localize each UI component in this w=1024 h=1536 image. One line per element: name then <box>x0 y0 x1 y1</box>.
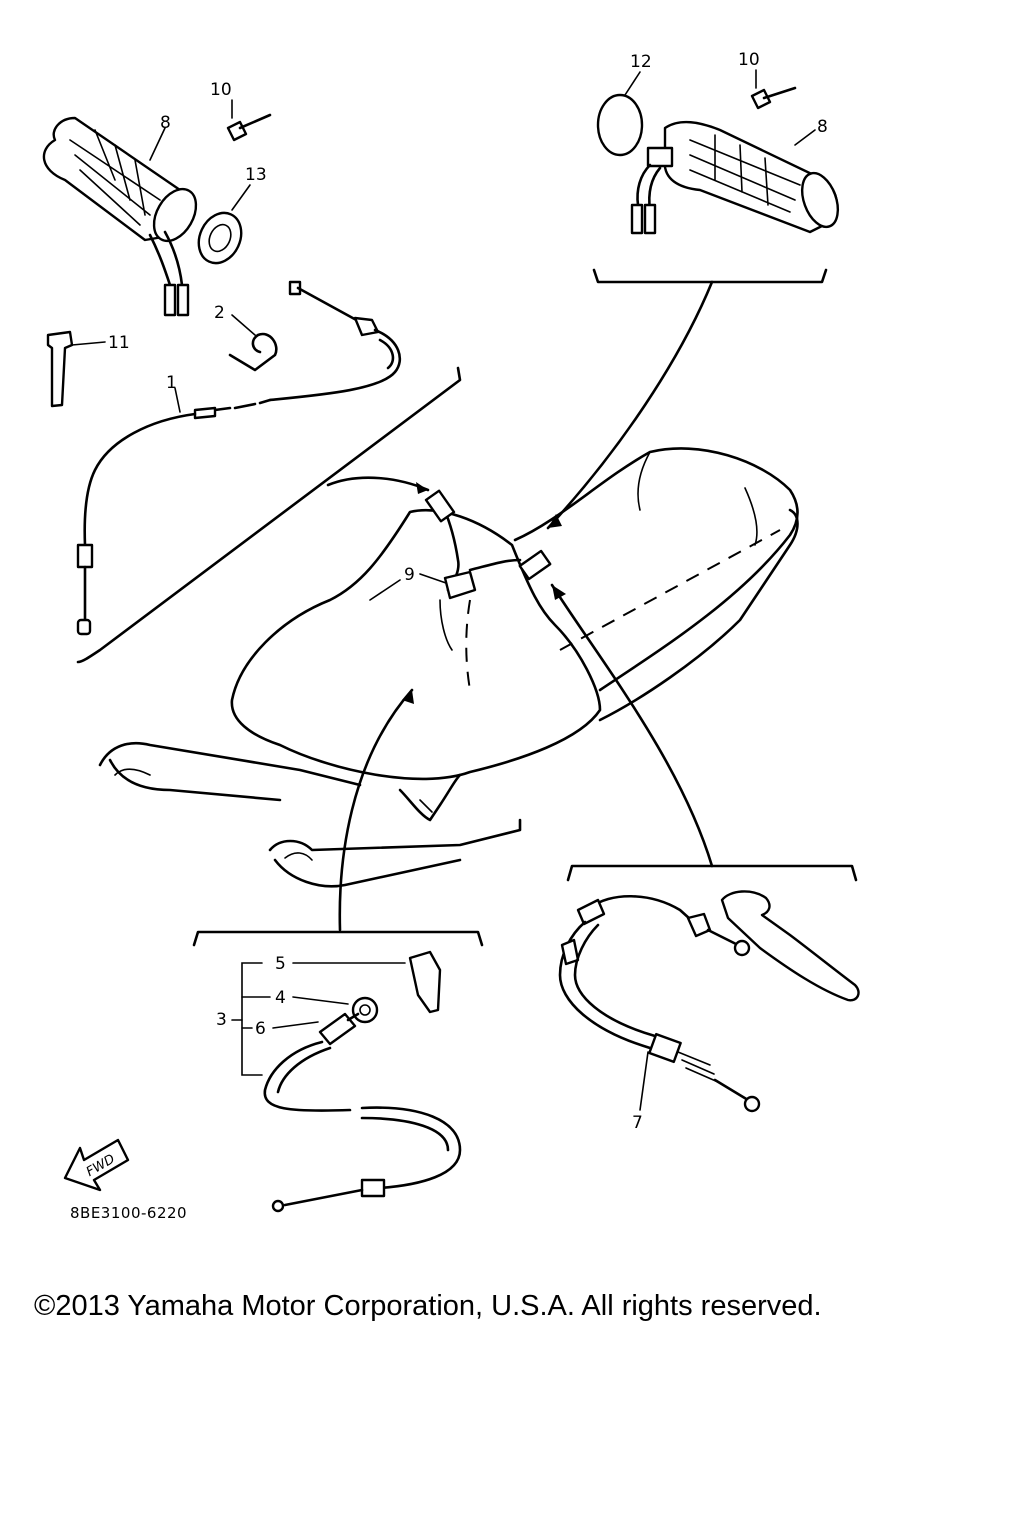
fwd-arrow: FWD <box>63 1138 130 1192</box>
band: 11 <box>46 330 130 408</box>
grip-right: 8 <box>630 117 840 235</box>
snowmobile-body <box>98 447 799 888</box>
part-code: 8BE3100-6220 <box>70 1204 187 1222</box>
clip: 2 <box>214 303 278 372</box>
callout-3: 3 <box>216 1010 227 1030</box>
callout-11: 11 <box>108 333 130 353</box>
callout-2: 2 <box>214 303 225 323</box>
screw-right: 10 <box>738 50 797 110</box>
callout-8-right: 8 <box>817 117 828 137</box>
grip-left: 8 <box>42 113 198 317</box>
copyright-notice: ©2013 Yamaha Motor Corporation, U.S.A. A… <box>34 1290 822 1322</box>
knob: 12 <box>596 52 652 157</box>
callout-7: 7 <box>632 1113 643 1133</box>
throttle-cable: 1 <box>76 280 401 636</box>
collar: 13 <box>197 165 267 265</box>
callout-4: 4 <box>275 988 286 1008</box>
callout-12: 12 <box>630 52 652 72</box>
group-right-grip: 12 10 8 <box>546 50 840 530</box>
handlebar-assembly: 9 <box>404 489 552 600</box>
callout-9: 9 <box>404 565 415 585</box>
screw-left: 10 <box>210 80 272 142</box>
callout-5: 5 <box>275 954 286 974</box>
callout-13: 13 <box>245 165 267 185</box>
callout-10-right: 10 <box>738 50 760 70</box>
callout-1: 1 <box>166 373 177 393</box>
group-brake: 7 <box>550 583 860 1133</box>
parts-diagram: 9 8 10 13 <box>42 50 860 1222</box>
group-left-grip: 8 10 13 2 11 <box>42 80 462 664</box>
callout-10-left: 10 <box>210 80 232 100</box>
group-switch: 3 5 4 6 FWD 8BE3100-6220 <box>63 688 484 1222</box>
callout-6: 6 <box>255 1019 266 1039</box>
callout-8-left: 8 <box>160 113 171 133</box>
